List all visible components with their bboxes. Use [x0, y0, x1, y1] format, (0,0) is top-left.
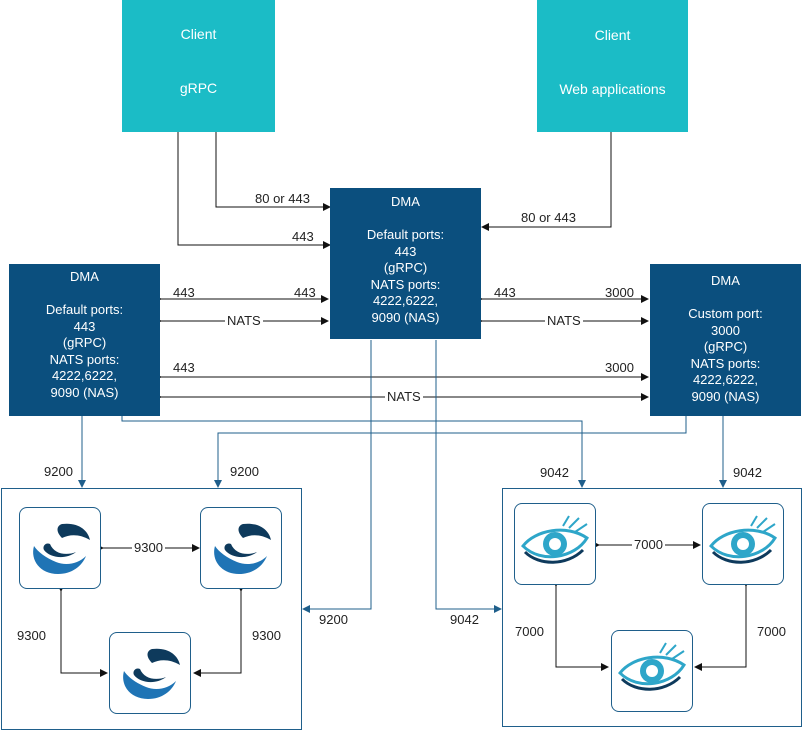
label-center-cass-9042: 9042 [450, 612, 479, 627]
cassandra-node-1 [514, 503, 596, 585]
wire-right-s2 [214, 416, 687, 488]
dma-right-box: DMA Custom port: 3000 (gRPC) NATS ports:… [650, 264, 801, 416]
cassandra-node-3 [611, 630, 693, 712]
dma-center-line-0: DMA [391, 194, 420, 209]
wire-s1-s3 [57, 584, 108, 677]
dma-left-line-5: NATS ports: [49, 351, 120, 367]
label-left-center-nats: NATS [225, 313, 263, 328]
dma-right-line-2: Custom port: [688, 306, 763, 321]
label-left-right-nats: NATS [385, 389, 423, 404]
search-node-2 [200, 507, 282, 589]
dma-right-line-4: (gRPC) [703, 339, 748, 354]
cassandra-cluster [502, 488, 802, 727]
search-node-1 [19, 507, 101, 589]
dma-left-line-4: (gRPC) [62, 335, 107, 350]
opensearch-logo-icon [33, 523, 90, 574]
search-cluster [1, 488, 302, 730]
cassandra-eye-icon [521, 515, 590, 564]
wire-center-search [302, 340, 372, 613]
label-c1-c3-7000: 7000 [515, 624, 544, 639]
label-center-right-3000: 3000 [605, 285, 634, 300]
dma-left-line-0: DMA [70, 269, 99, 284]
client-web-subtitle: Web applications [559, 81, 666, 97]
wire-c2-c3 [694, 579, 750, 671]
dma-right-line-0: DMA [711, 273, 740, 288]
dma-left-box: DMA Default ports: 443 (gRPC) NATS ports… [9, 264, 160, 416]
dma-right-line-7: 9090 (NAS) [691, 388, 760, 404]
wire-web-center [481, 132, 612, 231]
wire-left-c1 [121, 416, 586, 488]
dma-left-line-7: 9090 (NAS) [50, 384, 119, 400]
label-right-s2-9200: 9200 [230, 464, 259, 479]
cassandra-node-2 [702, 503, 784, 585]
dma-right-line-5: NATS ports: [690, 355, 761, 371]
label-s2-s3-9300: 9300 [252, 628, 281, 643]
label-center-search-9200: 9200 [319, 612, 348, 627]
label-center-right-443: 443 [494, 285, 516, 300]
client-web-title: Client [594, 27, 631, 43]
dma-right-line-3: 3000 [711, 322, 740, 338]
dma-right-line-1 [650, 290, 801, 307]
label-left-s1-9200: 9200 [44, 464, 73, 479]
client-web-box: Client Web applications [537, 0, 688, 132]
dma-center-box: DMA Default ports: 443 (gRPC) NATS ports… [330, 188, 481, 339]
wire-s2-s3 [193, 584, 245, 677]
dma-center-line-7: 9090 (NAS) [371, 309, 440, 325]
cassandra-eye-icon [709, 515, 778, 564]
search-node-3 [109, 632, 191, 714]
wire-c1-c3 [552, 579, 609, 671]
label-right-c2-9042: 9042 [733, 465, 762, 480]
wire-grpc-center-443 [177, 132, 331, 249]
label-grpc-center-443: 443 [292, 229, 314, 244]
label-left-center-443-left: 443 [173, 285, 195, 300]
label-c1-c2-7000: 7000 [632, 537, 665, 552]
client-grpc-title: Client [180, 26, 217, 42]
dma-center-line-5: NATS ports: [370, 276, 441, 292]
dma-center-line-3: 443 [394, 243, 417, 259]
dma-center-line-2: Default ports: [366, 227, 445, 242]
label-web-center: 80 or 443 [521, 210, 576, 225]
opensearch-logo-icon [214, 523, 271, 574]
dma-center-line-6: 4222,6222, [372, 293, 439, 308]
label-center-right-nats: NATS [545, 313, 583, 328]
dma-left-line-6: 4222,6222, [51, 368, 118, 383]
client-grpc-box: Client gRPC [122, 0, 275, 132]
label-left-c1-9042: 9042 [540, 465, 569, 480]
wire-grpc-center-80-443 [215, 132, 331, 211]
client-grpc-subtitle: gRPC [179, 80, 218, 96]
label-c2-c3-7000: 7000 [757, 624, 786, 639]
label-left-right-3000: 3000 [605, 360, 634, 375]
wire-center-cass [435, 340, 502, 613]
dma-right-line-6: 4222,6222, [692, 372, 759, 387]
label-grpc-center-80-443: 80 or 443 [255, 191, 310, 206]
dma-left-line-3: 443 [73, 318, 96, 334]
opensearch-logo-icon [123, 648, 180, 699]
label-s1-s2-9300: 9300 [132, 540, 165, 555]
dma-left-line-2: Default ports: [45, 302, 124, 317]
label-left-right-443: 443 [173, 360, 195, 375]
cassandra-eye-icon [618, 642, 687, 691]
dma-left-line-1 [9, 286, 160, 303]
label-left-center-443-right: 443 [294, 285, 316, 300]
dma-center-line-4: (gRPC) [383, 260, 428, 275]
dma-center-line-1 [330, 211, 481, 228]
label-s1-s3-9300: 9300 [17, 628, 46, 643]
